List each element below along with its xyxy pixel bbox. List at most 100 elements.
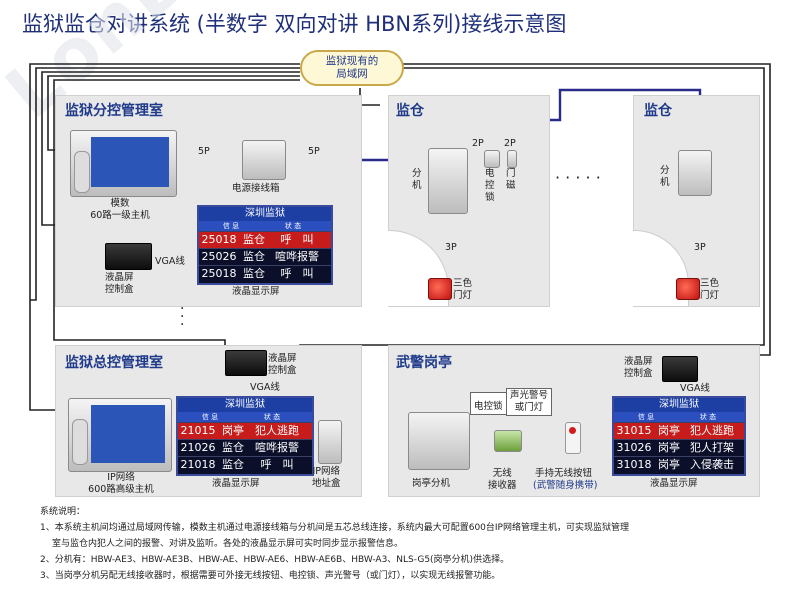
door-sensor-label: 门 磁: [506, 168, 516, 191]
lcd-row: 25018 监仓 呼 叫: [199, 231, 331, 248]
network-wire-8: [359, 88, 380, 106]
row-status: 呼 叫: [280, 267, 314, 280]
wire-label-5p-b: 5P: [308, 146, 320, 157]
lan-cloud: 监狱现有的 局域网: [300, 50, 404, 86]
row-status: 犯人逃跑: [255, 424, 299, 437]
tricolor-lamp-a: [428, 278, 452, 300]
wireless-button-label: 手持无线按钮: [535, 468, 593, 479]
cell-b-extension-label: 分 机: [660, 165, 670, 188]
lcd-control-box-label: 液晶屏 控制盒: [105, 272, 134, 295]
wireless-receiver-label: 无线 接收器: [488, 468, 517, 491]
guard-lock-label: 电控锁: [474, 401, 503, 412]
button-red-dot: [569, 427, 576, 434]
wire-label-2p-b: 2P: [504, 138, 516, 149]
row-loc: 监仓: [243, 250, 265, 263]
lcd-label-main: 液晶显示屏: [212, 478, 260, 489]
page-title: 监狱监仓对讲系统 (半数字 双向对讲 HBN系列)接线示意图: [22, 12, 567, 36]
main-room-title: 监狱总控管理室: [65, 355, 163, 371]
junction-box-label: 电源接线箱: [232, 183, 280, 194]
row-num: 21018: [180, 458, 216, 471]
wireless-button-device: [565, 422, 581, 454]
ip-address-box-device: [318, 420, 342, 464]
lan-label: 监狱现有的 局域网: [325, 55, 379, 80]
door-sensor-device: [507, 150, 517, 168]
tricolor-lamp-a-label: 三色 门灯: [453, 278, 473, 301]
ip-address-box-label: IP网络 地址盒: [312, 466, 341, 489]
lcd-col-status: 状 态: [699, 413, 717, 421]
tricolor-lamp-b: [676, 278, 700, 300]
lcd-row: 21018 监仓 呼 叫: [178, 456, 312, 473]
guard-post-title: 武警岗亭: [396, 355, 452, 371]
lcd-label-guard: 液晶显示屏: [650, 478, 698, 489]
vertical-ellipsis: · · ·: [180, 301, 185, 333]
row-loc: 监仓: [243, 267, 265, 280]
row-loc: 岗亭: [658, 424, 680, 437]
lcd-col-status: 状 态: [263, 413, 281, 421]
row-status: 入侵袭击: [690, 458, 734, 471]
lcd-header: 深圳监狱: [614, 398, 744, 412]
wireless-receiver-device: [494, 430, 522, 452]
row-status: 呼 叫: [260, 458, 294, 471]
notes-line-2: 2、分机有：HBW-AE3、HBW-AE3B、HBW-AE、HBW-AE6、HB…: [40, 555, 510, 565]
row-status: 呼 叫: [280, 233, 314, 246]
lcd-header: 深圳监狱: [199, 207, 331, 221]
row-num: 31015: [616, 424, 652, 437]
row-loc: 监仓: [222, 458, 244, 471]
handset-icon: [72, 419, 88, 465]
cell-a-extension-device: [428, 148, 468, 214]
tricolor-lamp-b-label: 三色 门灯: [700, 278, 720, 301]
guard-lcd-control-box-label: 液晶屏 控制盒: [624, 356, 653, 379]
ip-host-label: IP网络 600路高级主机: [88, 472, 154, 495]
junction-box-device: [242, 140, 286, 180]
wire-label-5p-a: 5P: [198, 146, 210, 157]
row-num: 25026: [201, 250, 237, 263]
analog-host-device: [70, 130, 177, 197]
cell-a-extension-label: 分 机: [412, 168, 422, 191]
guard-lock-box: 电控锁: [470, 392, 507, 415]
lcd-header: 深圳监狱: [178, 398, 312, 412]
notes-line-1: 1、本系统主机间均通过局域网传输，模数主机通过电源接线箱与分机间是五芯总线连接，…: [40, 523, 629, 533]
row-loc: 监仓: [222, 441, 244, 454]
lcd-control-box-device: [105, 243, 152, 270]
row-status: 犯人打架: [690, 441, 734, 454]
wire-label-3p-a: 3P: [445, 242, 457, 253]
lcd-columns: 信 息状 态: [178, 412, 312, 422]
notes-heading: 系统说明：: [40, 507, 86, 517]
row-loc: 岗亭: [658, 458, 680, 471]
electric-lock-device: [484, 150, 500, 168]
lcd-columns: 信 息状 态: [614, 412, 744, 422]
row-status: 犯人逃跑: [690, 424, 734, 437]
cell-b-extension-device: [678, 150, 712, 196]
main-lcd-control-box-label: 液晶屏 控制盒: [268, 353, 297, 376]
vga-label-3: VGA线: [680, 383, 710, 394]
analog-host-label: 模数 60路一级主机: [90, 198, 150, 221]
row-num: 25018: [201, 233, 237, 246]
ip-host-keypad: [91, 405, 165, 463]
network-wire-2: [30, 67, 300, 301]
lcd-label-branch: 液晶显示屏: [232, 286, 280, 297]
wire-label-3p-b: 3P: [694, 242, 706, 253]
row-loc: 监仓: [243, 233, 265, 246]
notes-line-3: 3、当岗亭分机另配无线接收器时，根据需要可外接无线按钮、电控锁、声光警号（或门灯…: [40, 571, 501, 581]
lcd-col-info: 信 息: [637, 413, 655, 421]
lcd-row: 25018 监仓 呼 叫: [199, 265, 331, 282]
vga-label-2: VGA线: [250, 382, 280, 393]
guard-extension-label: 岗亭分机: [412, 478, 451, 489]
branch-room-title: 监狱分控管理室: [65, 103, 163, 119]
row-status: 喧哗报警: [275, 250, 319, 263]
vga-label-1: VGA线: [155, 256, 185, 267]
notes-line-1b: 室与监仓内犯人之间的报警、对讲及监听。各处的液晶显示屏可实时同步显示报警信息。: [52, 539, 404, 549]
wire-label-2p-a: 2P: [472, 138, 484, 149]
guard-extension-device: [408, 412, 470, 470]
guard-lcd-control-box-device: [662, 356, 698, 382]
row-num: 25018: [201, 267, 237, 280]
row-status: 喧哗报警: [255, 441, 299, 454]
lcd-columns: 信 息状 态: [199, 221, 331, 231]
